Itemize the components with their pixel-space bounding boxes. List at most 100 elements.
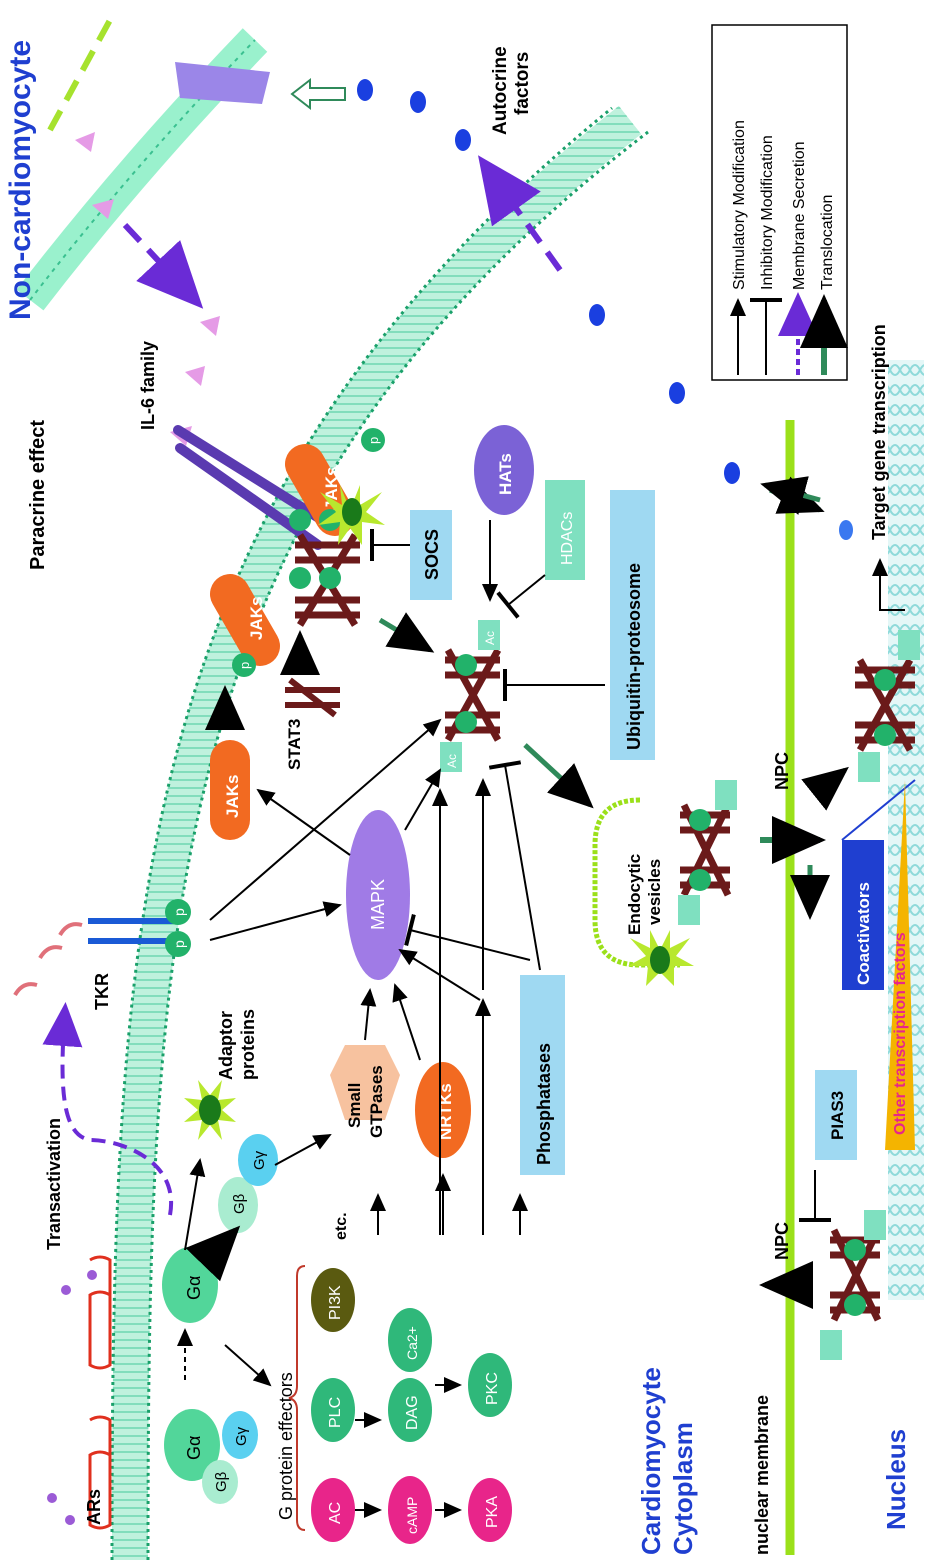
legend-item: Stimulatory Modification: [731, 120, 748, 290]
translocation-arrow-gbg: [185, 1225, 241, 1282]
phospho-dot: [232, 653, 256, 677]
autocrine-dot: [589, 304, 605, 326]
ac-node: [311, 1478, 355, 1542]
pi3k-label: PI3K: [327, 1285, 344, 1320]
phosphatases-label: Phosphatases: [534, 1043, 554, 1165]
ligand-arc-icon: [58, 922, 83, 937]
phospho-dot: [361, 428, 385, 452]
jaks-node-free: [210, 740, 250, 840]
agonist-dot: [87, 1270, 97, 1280]
autocrine-dot: [724, 462, 740, 484]
g-beta-active-label: Gβ: [231, 1193, 248, 1214]
tkr-receptor: [88, 918, 178, 924]
paracrine-effect-label: Paracrine effect: [27, 420, 49, 570]
npc-label-top: NPC: [772, 752, 792, 790]
ars-label: ARs: [84, 1489, 104, 1525]
transactivation-label: Transactivation: [44, 1118, 64, 1250]
plc-label: PLC: [327, 1397, 344, 1428]
transcription-arrow: [872, 558, 905, 611]
hdacs-box: [545, 480, 585, 580]
jaks-receptor-label: JAKs: [247, 597, 266, 640]
p-label: p: [237, 662, 252, 669]
cytoplasm-label: Cytoplasm: [668, 1422, 698, 1555]
target-gene-label: Target gene transcription: [869, 324, 889, 540]
cardiomyocyte-membrane: [112, 105, 642, 1560]
secretion-dash: [47, 18, 113, 132]
endocytic-label-1: Endocytic: [625, 854, 644, 935]
autocrine-label-2: factors: [512, 52, 533, 115]
autocrine-dot: [455, 129, 471, 151]
g-beta-gamma: [218, 1134, 278, 1233]
paracrine-ligand: [185, 366, 205, 386]
paracrine-ligand: [92, 199, 114, 219]
paracrine-ligand: [75, 132, 95, 152]
small-gtpases-label-2: GTPases: [367, 1065, 386, 1138]
cardiomyocyte-label: Cardiomyocyte: [636, 1367, 666, 1555]
autocrine-dot: [410, 91, 426, 113]
paracrine-secretion-arrow: [122, 222, 204, 309]
membrane-secretion-arrow: [478, 155, 563, 272]
ca-label: Ca2+: [404, 1326, 420, 1360]
ubiquitin-label: Ubiquitin-proteosome: [624, 563, 644, 750]
channel-icon: [175, 62, 270, 104]
hats-node: [474, 425, 534, 515]
g-alpha-label: Gα: [184, 1436, 204, 1460]
stat3-label: STAT3: [285, 719, 304, 770]
ac-tag: Ac: [483, 631, 497, 645]
phosphatases-box: [520, 975, 565, 1175]
legend-item: Membrane Secretion: [791, 141, 808, 290]
coactivators-box: [842, 840, 884, 990]
p-label: p: [366, 437, 381, 444]
dag-node: [388, 1378, 432, 1442]
ubiquitin-box: [610, 490, 655, 760]
nuclear-membrane-label: nuclear membrane: [752, 1395, 772, 1555]
legend-item: Inhibitory Modification: [759, 135, 776, 290]
g-gamma-active-label: Gγ: [251, 1150, 268, 1170]
tkr-label: TKR: [92, 973, 112, 1010]
adaptor-label-1: Adaptor: [216, 1011, 236, 1080]
autocrine-dot: [839, 520, 853, 540]
small-gtpases-label-1: Small: [345, 1083, 364, 1128]
agonist-dot: [65, 1515, 75, 1525]
other-tf-wedge: [885, 780, 915, 1150]
pi3k-node: [311, 1268, 355, 1332]
ligand-arc-icon: [38, 945, 63, 960]
pkc-node: [468, 1353, 512, 1417]
mapk-node: [346, 810, 410, 980]
tkr-p-label: p: [171, 940, 187, 948]
mapk-label: MAPK: [368, 879, 388, 930]
camp-label: cAMP: [404, 1497, 420, 1534]
il6-receptor: [173, 425, 327, 525]
pkc-label: PKC: [484, 1372, 501, 1405]
il6-family-label: IL-6 family: [138, 341, 158, 430]
effectors-bracket: [288, 1265, 306, 1531]
socs-label: SOCS: [422, 529, 442, 580]
pias3-box: [815, 1070, 857, 1160]
agonist-dot: [47, 1493, 57, 1503]
g-gamma-label: Gγ: [233, 1426, 250, 1446]
tkr-p-label: p: [171, 908, 187, 916]
pka-label: PKA: [484, 1496, 501, 1528]
coactivators-label: Coactivators: [854, 882, 873, 985]
nrtks-label: NRTKs: [436, 1083, 455, 1140]
etc-label: etc.: [333, 1212, 350, 1240]
tkr-phospho: [165, 899, 191, 925]
endocytic-vesicle: [592, 797, 680, 968]
g-protein-effectors-label: G protein effectors: [276, 1372, 296, 1520]
small-gtpases-node: [330, 1045, 400, 1120]
g-protein-inactive: [164, 1409, 258, 1504]
pka-node: [468, 1478, 512, 1542]
jaks-node-receptor: [210, 574, 280, 666]
translocation-arrow-autocrine: [290, 77, 346, 111]
ac-tag: Ac: [445, 754, 459, 768]
transactivation-arrow: [42, 1002, 174, 1216]
dag-label: DAG: [404, 1395, 421, 1430]
legend-item: Translocation: [819, 195, 836, 290]
paracrine-ligand: [200, 316, 220, 336]
stat3-monomer: [285, 677, 340, 718]
non-cardiomyocyte-title: Non-cardiomyocyte: [4, 40, 37, 320]
camp-node: [388, 1476, 432, 1544]
agonist-dot: [61, 1285, 71, 1295]
pias3-label: PIAS3: [828, 1091, 847, 1140]
